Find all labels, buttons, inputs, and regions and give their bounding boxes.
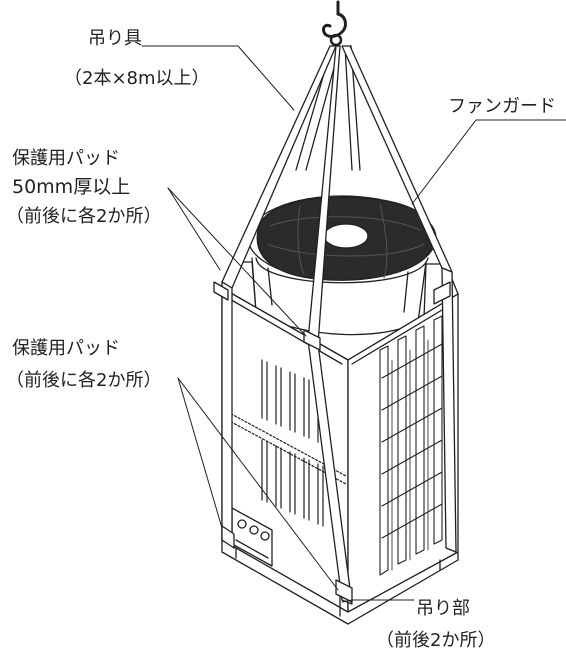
label-lift-point-title: 吊り部: [416, 598, 470, 619]
label-pad-lower-title: 保護用パッド: [12, 338, 120, 359]
label-lift-point-location: （前後2か所）: [376, 630, 496, 651]
label-pad-upper-title: 保護用パッド: [12, 148, 120, 169]
label-pad-upper-thickness: 50mm厚以上: [12, 176, 131, 198]
label-fan-guard: ファンガード: [448, 96, 556, 117]
fan-guard-grille: [256, 196, 434, 281]
crane-hook: [322, 0, 347, 47]
leader-lines: [141, 45, 566, 603]
side-grille: [379, 315, 447, 576]
label-sling-spec: （2本×8m以上）: [64, 68, 210, 89]
label-pad-lower-location: （前後に各2か所）: [6, 370, 162, 391]
protective-pads: [213, 281, 451, 603]
label-sling-title: 吊り具: [88, 28, 142, 49]
sling-straps-front: [221, 45, 457, 605]
label-pad-upper-location: （前後に各2か所）: [6, 206, 162, 227]
